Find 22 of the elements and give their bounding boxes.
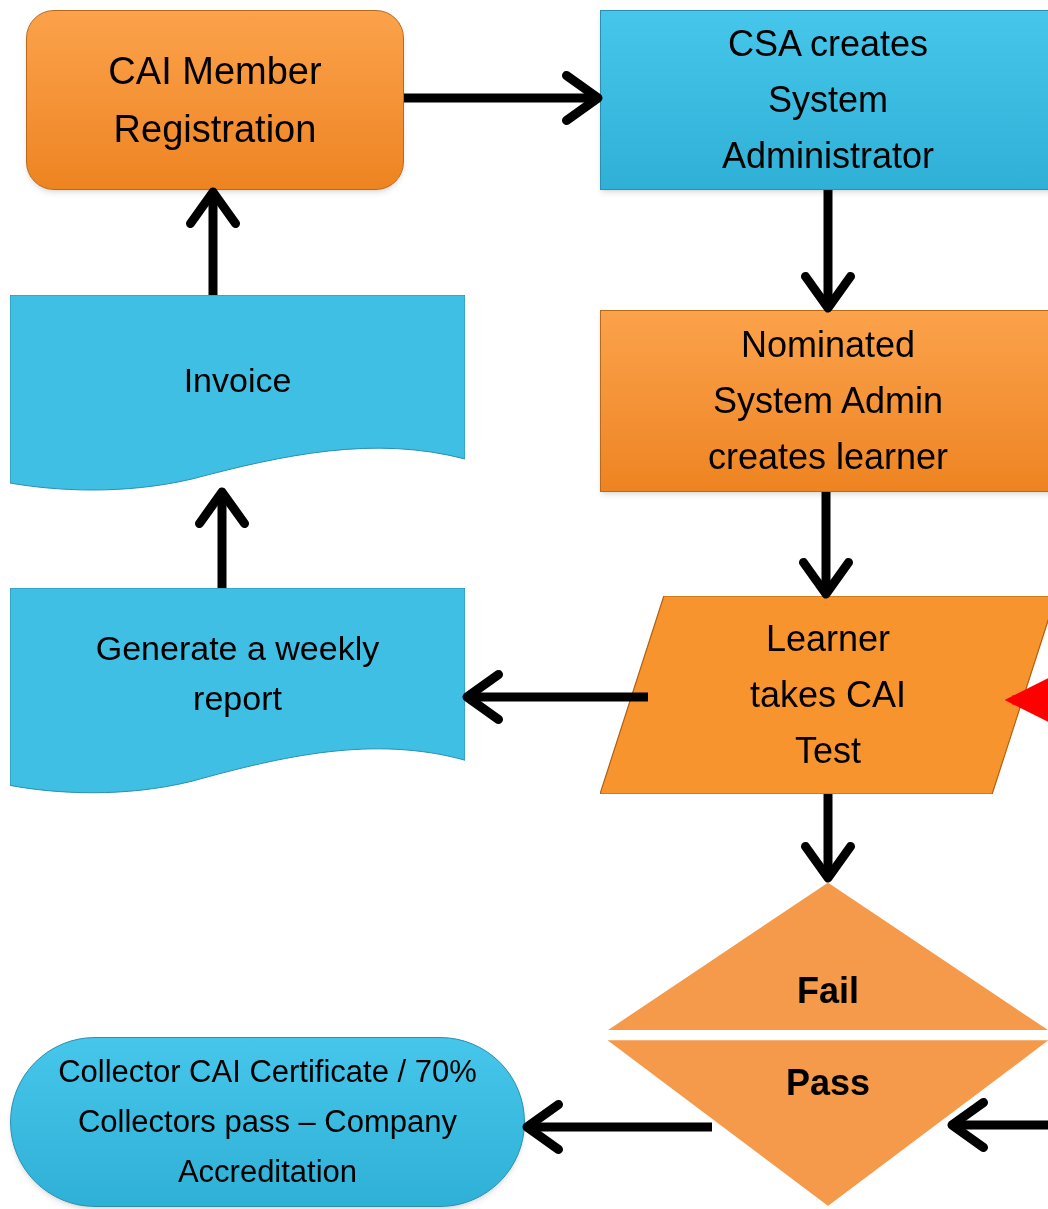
node-label: CAI Member Registration [107,49,323,152]
node-label: Generate a weekly report [94,628,381,719]
process-box [600,10,1048,190]
arrow [947,1098,1048,1152]
node-label: Learner takes CAI Test [748,617,908,773]
arrow [404,71,603,125]
input-parallelogram [600,596,1048,794]
arrow [462,670,648,724]
node-label: Pass [785,1060,871,1105]
process-box [600,310,1048,492]
arrow [801,190,855,313]
arrow [801,794,855,883]
arrow [195,487,249,588]
node-label: Nominated System Admin creates learner [706,323,950,479]
arrow [186,187,240,295]
arrow [522,1100,712,1154]
node-label: Fail [797,969,859,1013]
node-label: CSA creates System Administrator [720,22,936,178]
process-box [26,10,404,190]
arrow [799,492,853,599]
node-label: Collector CAI Certificate / 70% Collectors pass – Company Accreditation [57,1053,478,1191]
node-label: Invoice [183,360,292,401]
